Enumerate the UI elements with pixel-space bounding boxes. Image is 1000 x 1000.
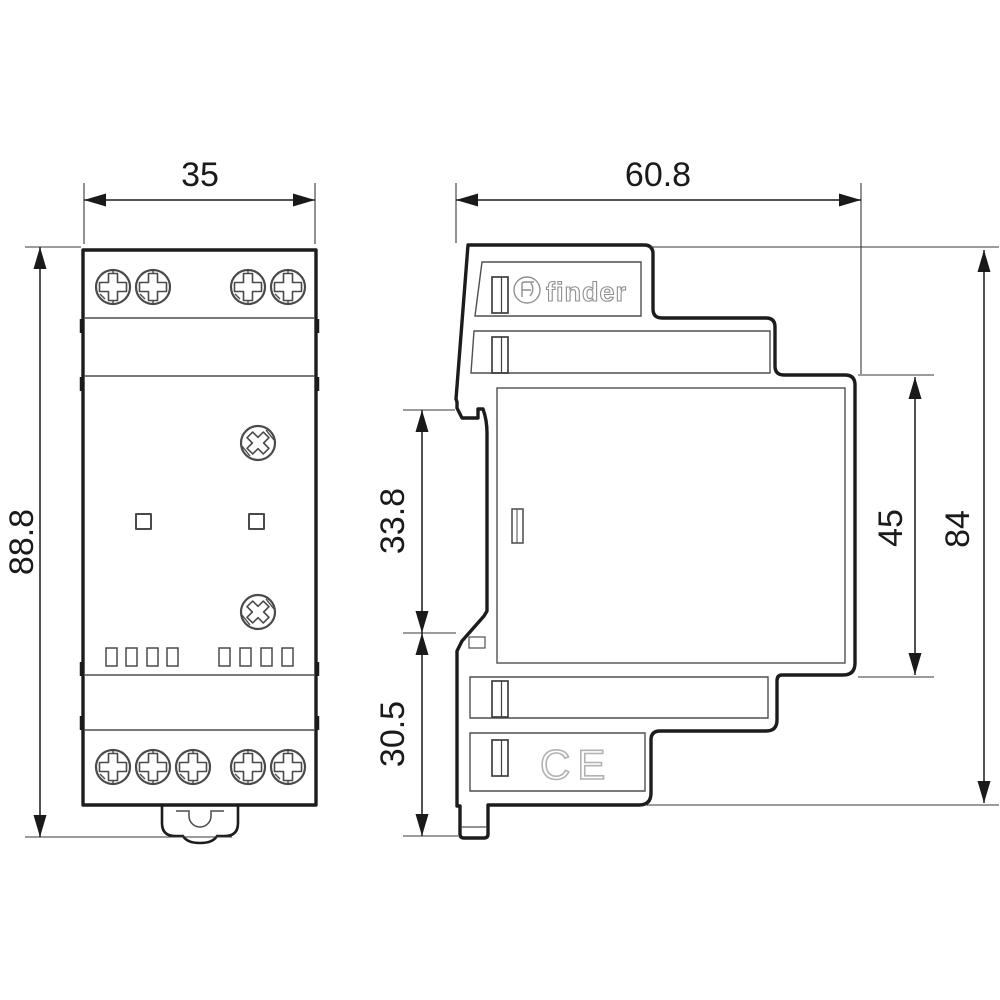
dim-front-width: 35 (83, 156, 316, 244)
led-indicator-square (248, 513, 265, 530)
din-rail-clip-detail (176, 810, 224, 828)
lower-band-a-panel (469, 676, 769, 719)
terminal-screw-icon (134, 268, 172, 306)
finder-logo: finder (513, 276, 627, 308)
terminal-screw-icon (94, 748, 132, 786)
lower-band-b-panel (469, 732, 646, 792)
terminal-screw-icon (229, 748, 267, 786)
edge-notches (79, 319, 320, 730)
led-indicator-square (135, 513, 152, 530)
adjustment-dial-icon (239, 424, 277, 462)
terminal-slot-icon (491, 739, 509, 777)
dim-din-recess-lower: 30.5 (374, 633, 458, 837)
logo-emblem-icon (513, 276, 541, 304)
terminal-screw-icon (94, 268, 132, 306)
dim-label-front-width: 35 (181, 156, 219, 194)
front-view (79, 248, 320, 845)
terminal-screw-icon (269, 268, 307, 306)
terminal-screw-icon (134, 748, 172, 786)
upper-band-panel (470, 330, 771, 374)
dim-label-din-recess-lower: 30.5 (374, 701, 412, 767)
side-view: finder CE (454, 243, 857, 840)
cover-panel (496, 387, 846, 664)
terminal-screw-icon (174, 748, 212, 786)
dim-label-front-height: 88.8 (3, 509, 41, 575)
din-rail-clip (160, 805, 240, 845)
terminal-slot-icon (491, 276, 509, 314)
dim-label-body-height: 45 (872, 509, 910, 547)
front-outline (81, 248, 318, 807)
logo-text: finder (546, 277, 627, 307)
dim-side-depth: 60.8 (455, 156, 862, 374)
terminal-slot-icon (491, 336, 509, 374)
dim-overall-height: 84 (645, 246, 999, 806)
dim-label-overall-height: 84 (939, 510, 977, 548)
logo-emblem-glyph (521, 281, 534, 297)
side-outline (454, 243, 857, 840)
terminal-slot-icon (491, 680, 509, 718)
adjustment-dial-icon (239, 593, 277, 631)
ce-mark: CE (540, 741, 612, 788)
dim-body-height: 45 (858, 374, 934, 678)
terminal-screw-icon (269, 748, 307, 786)
logo-panel (474, 261, 642, 317)
cover-slot (511, 508, 524, 544)
dim-label-din-recess-upper: 33.8 (374, 488, 412, 554)
vent-slots (105, 647, 294, 667)
front-section-lines (84, 317, 315, 731)
dim-din-recess-upper: 33.8 (374, 409, 456, 634)
terminal-screw-icon (229, 268, 267, 306)
dim-label-side-depth: 60.8 (625, 156, 691, 194)
clip-spring (468, 636, 486, 649)
dim-front-height: 88.8 (3, 246, 232, 838)
